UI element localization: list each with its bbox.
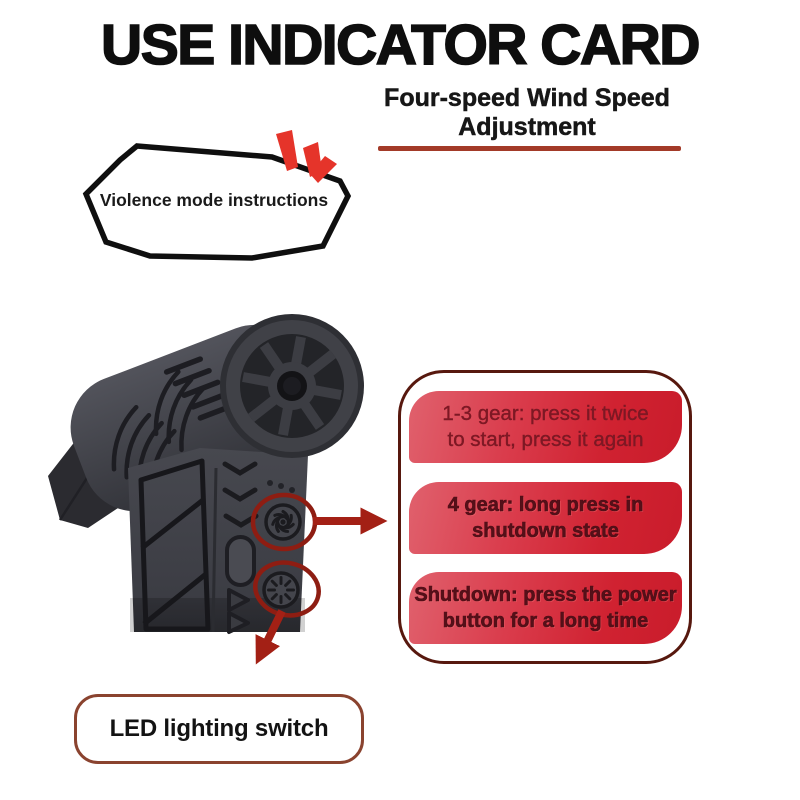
led-switch-label: LED lighting switch (109, 715, 329, 742)
subtitle: Four-speed Wind Speed Adjustment (372, 84, 682, 142)
annotation-circle-speed-button (250, 492, 318, 552)
page-title: USE INDICATOR CARD (100, 12, 701, 78)
instruction-card-gear-4: 4 gear: long press in shutdown state (409, 482, 682, 554)
device-illustration (48, 314, 364, 634)
instruction-line: button for a long time (442, 610, 649, 633)
instruction-line: Shutdown: press the power (414, 584, 677, 607)
annotation-circle-led-button (253, 560, 321, 618)
indicator-dots (267, 480, 295, 493)
device-body (70, 324, 319, 512)
emphasis-marks-icon (276, 130, 337, 183)
device-nozzle (48, 440, 119, 528)
slide-switch (225, 535, 256, 587)
led-switch-callout: LED lighting switch (74, 694, 364, 764)
instruction-line: shutdown state (472, 520, 619, 543)
instruction-panel: 1-3 gear: press it twice to start, press… (398, 370, 692, 664)
handle-triangles (227, 588, 250, 634)
vent-chevrons (111, 369, 207, 496)
subtitle-underline (378, 146, 681, 151)
handle-chevrons (222, 461, 259, 528)
fan-spokes (242, 336, 342, 436)
instruction-card-shutdown: Shutdown: press the power button for a l… (409, 572, 682, 644)
device-handle (128, 448, 308, 634)
subtitle-line-2: Adjustment (458, 113, 596, 142)
instruction-line: 1-3 gear: press it twice (442, 402, 649, 425)
speech-bubble: Violence mode instructions (82, 130, 352, 261)
grip-pattern (138, 458, 211, 632)
speed-button (264, 503, 302, 541)
arrow-to-led-switch (255, 609, 286, 665)
fan-swirl-icon (271, 510, 295, 533)
fan-dashed-icon (267, 576, 295, 604)
instruction-line: 4 gear: long press in (447, 494, 644, 517)
fan-front-face (220, 314, 364, 458)
instruction-card-gear-1-3: 1-3 gear: press it twice to start, press… (409, 391, 682, 463)
instruction-line: to start, press it again (447, 428, 644, 451)
vent-slits (163, 356, 237, 421)
led-button (262, 571, 300, 609)
subtitle-line-1: Four-speed Wind Speed (384, 84, 670, 113)
bubble-label: Violence mode instructions (100, 190, 328, 210)
annotations (250, 492, 388, 665)
